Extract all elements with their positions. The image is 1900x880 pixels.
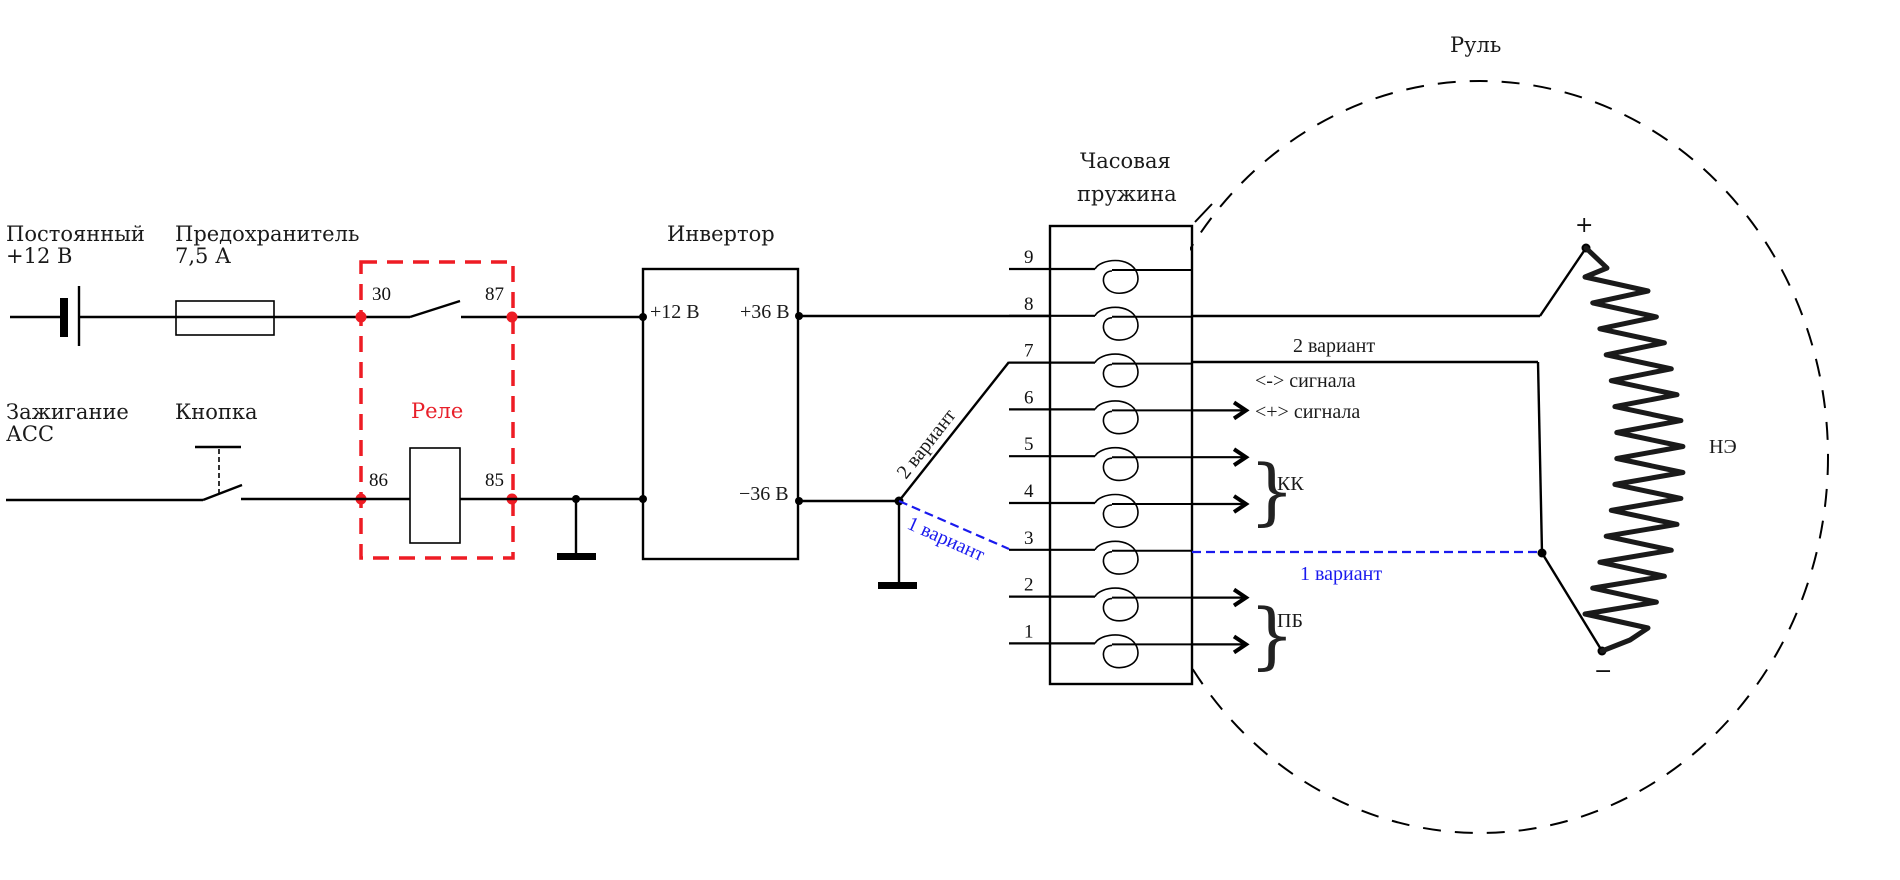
spring-coil-icon bbox=[1094, 493, 1139, 529]
variant2-top-label: 2 вариант bbox=[1293, 335, 1375, 357]
clock-spring-pin-number: 7 bbox=[1024, 341, 1034, 362]
relay-pin-30-dot bbox=[355, 311, 367, 323]
battery-voltage: +12 В bbox=[6, 244, 72, 268]
variant1-bottom-label: 1 вариант bbox=[1300, 563, 1382, 585]
clock-spring-label-line2: пружина bbox=[1077, 182, 1177, 206]
arrow-right-icon bbox=[1232, 494, 1250, 514]
battery: Постоянный +12 В bbox=[6, 222, 176, 346]
variant1-wire bbox=[898, 499, 1010, 551]
relay-contact-switch bbox=[409, 299, 461, 319]
kk-brace: } bbox=[1249, 449, 1295, 533]
arrow-right-icon bbox=[1232, 634, 1250, 655]
battery-label: Постоянный bbox=[6, 222, 145, 246]
clock-spring-pin-number: 5 bbox=[1024, 434, 1034, 455]
fuse-label: Предохранитель bbox=[175, 222, 359, 246]
spring-coil-icon bbox=[1094, 634, 1139, 669]
ignition-circuit: Зажигание АСС Кнопка bbox=[6, 400, 643, 560]
inverter-label: Инвертор bbox=[667, 222, 775, 246]
spring-coil-icon bbox=[1094, 400, 1139, 435]
clock-spring-pin-number: 3 bbox=[1024, 528, 1034, 549]
pb-brace: } bbox=[1249, 593, 1295, 677]
arrow-right-icon bbox=[1232, 400, 1250, 421]
clock-spring-pin-3: 3 bbox=[1009, 528, 1192, 575]
signal-plus-label: <+> сигнала bbox=[1255, 401, 1360, 423]
clock-spring-pin-8: 8 bbox=[1009, 294, 1192, 341]
spring-coil-icon bbox=[1094, 259, 1139, 295]
variant2-label: 2 вариант bbox=[893, 405, 961, 483]
clock-spring-pin-number: 4 bbox=[1024, 481, 1034, 502]
outline-mask bbox=[1060, 210, 1190, 700]
clock-spring-pin-number: 9 bbox=[1024, 247, 1034, 268]
wire bbox=[1540, 552, 1604, 652]
pb-label: ПБ bbox=[1277, 610, 1303, 632]
relay-pin-87: 87 bbox=[485, 284, 504, 305]
variant2-wire bbox=[898, 361, 1010, 502]
junction-dot bbox=[639, 495, 647, 503]
battery-negative-plate bbox=[60, 298, 68, 337]
clock-spring: Часовая пружина 9 8 7 6 5 4 3 2 1 bbox=[1009, 149, 1250, 686]
ignition-mode: АСС bbox=[6, 422, 54, 446]
clock-spring-pin-number: 2 bbox=[1024, 575, 1034, 596]
clock-spring-pin-6: 6 bbox=[1009, 387, 1250, 435]
clock-spring-body bbox=[1048, 224, 1194, 686]
wire bbox=[1536, 361, 1544, 554]
relay-boundary bbox=[359, 260, 515, 560]
inverter-body bbox=[641, 267, 800, 561]
button-label: Кнопка bbox=[175, 400, 258, 424]
ground-icon bbox=[557, 553, 596, 560]
relay-pin-86: 86 bbox=[369, 470, 388, 491]
push-button-contact bbox=[202, 483, 243, 502]
fuse-rating: 7,5 А bbox=[175, 244, 231, 268]
clock-spring-pin-9: 9 bbox=[1009, 247, 1192, 295]
steering-wheel: Руль bbox=[1060, 33, 1829, 834]
fuse: Предохранитель 7,5 А bbox=[175, 222, 410, 336]
heater-plus-label: + bbox=[1575, 213, 1593, 238]
inverter-output-plus36: +36 В bbox=[740, 301, 790, 323]
clock-spring-label-line1: Часовая bbox=[1080, 149, 1171, 173]
spring-coil-icon bbox=[1094, 540, 1139, 575]
clock-spring-pin-number: 6 bbox=[1024, 387, 1034, 408]
inverter: Инвертор +12 В +36 В −36 В 2 вариант 1 в… bbox=[639, 222, 1050, 589]
clock-spring-pin-5: 5 bbox=[1009, 434, 1250, 482]
ground-icon bbox=[878, 582, 917, 589]
relay-label: Реле bbox=[411, 399, 463, 423]
relay-pin-30: 30 bbox=[372, 284, 391, 305]
heater-label: НЭ bbox=[1709, 436, 1737, 458]
relay: Реле 30 87 86 85 bbox=[355, 260, 643, 560]
clock-spring-pin-1: 1 bbox=[1009, 621, 1250, 669]
wire bbox=[1539, 247, 1587, 317]
junction-dot bbox=[639, 313, 647, 321]
relay-coil bbox=[409, 447, 461, 544]
heater-minus-label: − bbox=[1594, 659, 1612, 684]
inverter-output-minus36: −36 В bbox=[739, 483, 789, 505]
arrow-right-icon bbox=[1232, 587, 1250, 608]
ignition-label: Зажигание bbox=[6, 400, 129, 424]
steering-wheel-outline-tick bbox=[1194, 203, 1213, 223]
kk-label: КК bbox=[1277, 473, 1304, 495]
clock-spring-outputs: 2 вариант 1 вариант <-> сигнала <+> сигн… bbox=[1192, 247, 1604, 677]
arrow-right-icon bbox=[1232, 447, 1250, 467]
spring-coil-icon bbox=[1094, 446, 1139, 482]
spring-coil-icon bbox=[1094, 306, 1139, 341]
inverter-input-12v: +12 В bbox=[650, 301, 700, 323]
clock-spring-pin-number: 1 bbox=[1024, 621, 1034, 642]
clock-spring-pin-7: 7 bbox=[1009, 341, 1192, 388]
heating-element: + − НЭ bbox=[1575, 213, 1737, 684]
spring-coil-icon bbox=[1094, 587, 1139, 622]
clock-spring-pin-2: 2 bbox=[1009, 575, 1250, 622]
spring-coil-icon bbox=[1094, 353, 1139, 388]
steering-wheel-label: Руль bbox=[1450, 33, 1501, 57]
signal-minus-label: <-> сигнала bbox=[1255, 370, 1356, 392]
heater-coil bbox=[1582, 245, 1686, 654]
relay-pin-87-dot bbox=[506, 311, 518, 323]
relay-pin-85: 85 bbox=[485, 470, 504, 491]
clock-spring-pin-4: 4 bbox=[1009, 481, 1250, 529]
clock-spring-pin-number: 8 bbox=[1024, 294, 1034, 315]
